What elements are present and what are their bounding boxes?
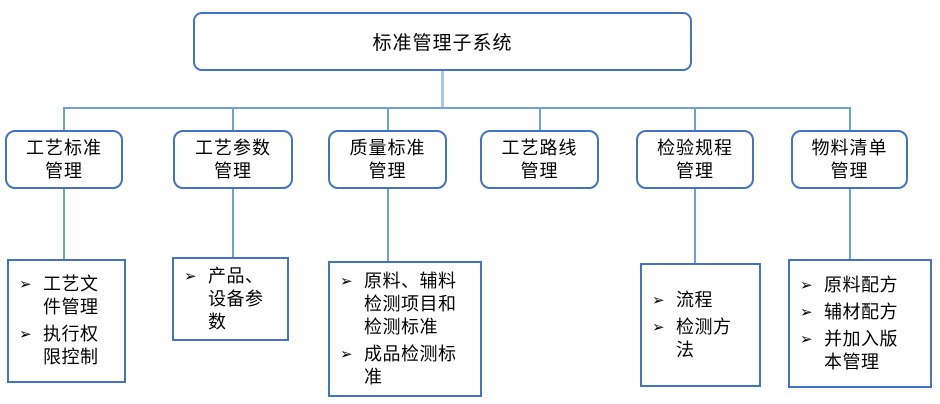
arrowhead-bullet-icon: ➢ (19, 276, 32, 293)
list-item-text: 原料、辅料 检测项目和 检测标准 (364, 270, 457, 337)
arrowhead-bullet-icon: ➢ (800, 330, 813, 348)
detail-box-process-standard: ➢ 工艺文 件管理 ➢ 执行权 限控制 (7, 259, 126, 383)
root-node-label: 标准管理子系统 (372, 33, 513, 54)
detail-box-quality-standard: ➢ 原料、辅料 检测项目和 检测标准 ➢ 成品检测标 准 (328, 261, 482, 397)
branch-label: 检验规程 管理 (657, 137, 733, 181)
list-item: ➢ 工艺文 件管理 (19, 273, 120, 319)
list-item-text: 原料配方 (824, 274, 898, 295)
connector-child-1 (63, 188, 65, 259)
branch-node-process-route: 工艺路线 管理 (480, 130, 599, 189)
detail-box-inspection-procedure: ➢ 流程 ➢ 检测方 法 (640, 263, 761, 387)
list-item: ➢ 原料、辅料 检测项目和 检测标准 (340, 270, 476, 339)
branch-node-inspection-procedure: 检验规程 管理 (636, 130, 754, 189)
arrowhead-bullet-icon: ➢ (19, 326, 32, 343)
branch-label: 工艺标准 管理 (26, 137, 102, 181)
list-item: ➢ 执行权 限控制 (19, 323, 120, 369)
list-item-text: 执行权 限控制 (43, 324, 99, 367)
connector-drop-5 (694, 107, 696, 131)
connector-drop-1 (63, 107, 65, 131)
detail-box-bill-of-materials: ➢ 原料配方 ➢ 辅材配方 ➢ 并加入版 本管理 (788, 259, 932, 388)
arrowhead-bullet-icon: ➢ (800, 303, 813, 321)
list-item: ➢ 流程 (652, 289, 755, 312)
branch-label: 工艺路线 管理 (501, 137, 578, 181)
root-node-standard-management: 标准管理子系统 (193, 12, 692, 71)
list-item-text: 流程 (676, 289, 713, 310)
connector-bus (63, 107, 850, 109)
arrowhead-bullet-icon: ➢ (340, 345, 353, 363)
branch-label: 工艺参数 管理 (195, 137, 271, 181)
list-item-text: 成品检测标 准 (364, 343, 457, 387)
connector-drop-3 (387, 107, 389, 131)
connector-child-2 (232, 188, 234, 257)
list-item: ➢ 原料配方 (800, 274, 926, 297)
root-connector-stub (441, 71, 444, 108)
list-item-text: 辅材配方 (824, 301, 898, 322)
connector-drop-6 (849, 107, 851, 131)
list-item-text: 检测方 法 (676, 316, 732, 360)
list-item: ➢ 辅材配方 (800, 301, 926, 324)
list-item-text: 产品、 设备参 数 (208, 265, 264, 332)
arrowhead-bullet-icon: ➢ (340, 272, 353, 290)
branch-label: 物料清单 管理 (811, 137, 888, 181)
detail-box-process-parameter: ➢ 产品、 设备参 数 (172, 257, 289, 341)
list-item: ➢ 产品、 设备参 数 (184, 265, 283, 334)
connector-drop-4 (539, 107, 541, 131)
connector-child-5 (694, 188, 696, 263)
connector-child-3 (387, 188, 389, 261)
list-item: ➢ 检测方 法 (652, 316, 755, 362)
arrowhead-bullet-icon: ➢ (652, 318, 665, 336)
list-item: ➢ 成品检测标 准 (340, 343, 476, 389)
arrowhead-bullet-icon: ➢ (652, 291, 665, 309)
branch-node-process-parameter: 工艺参数 管理 (173, 130, 293, 189)
list-item-text: 并加入版 本管理 (824, 328, 898, 372)
branch-node-quality-standard: 质量标准 管理 (328, 130, 447, 189)
connector-drop-2 (232, 107, 234, 131)
branch-label: 质量标准 管理 (349, 137, 426, 181)
connector-child-6 (849, 188, 851, 259)
branch-node-process-standard: 工艺标准 管理 (5, 130, 123, 189)
arrowhead-bullet-icon: ➢ (800, 276, 813, 294)
list-item-text: 工艺文 件管理 (43, 274, 99, 317)
arrowhead-bullet-icon: ➢ (184, 267, 197, 285)
list-item: ➢ 并加入版 本管理 (800, 328, 926, 374)
branch-node-bill-of-materials: 物料清单 管理 (791, 130, 908, 189)
